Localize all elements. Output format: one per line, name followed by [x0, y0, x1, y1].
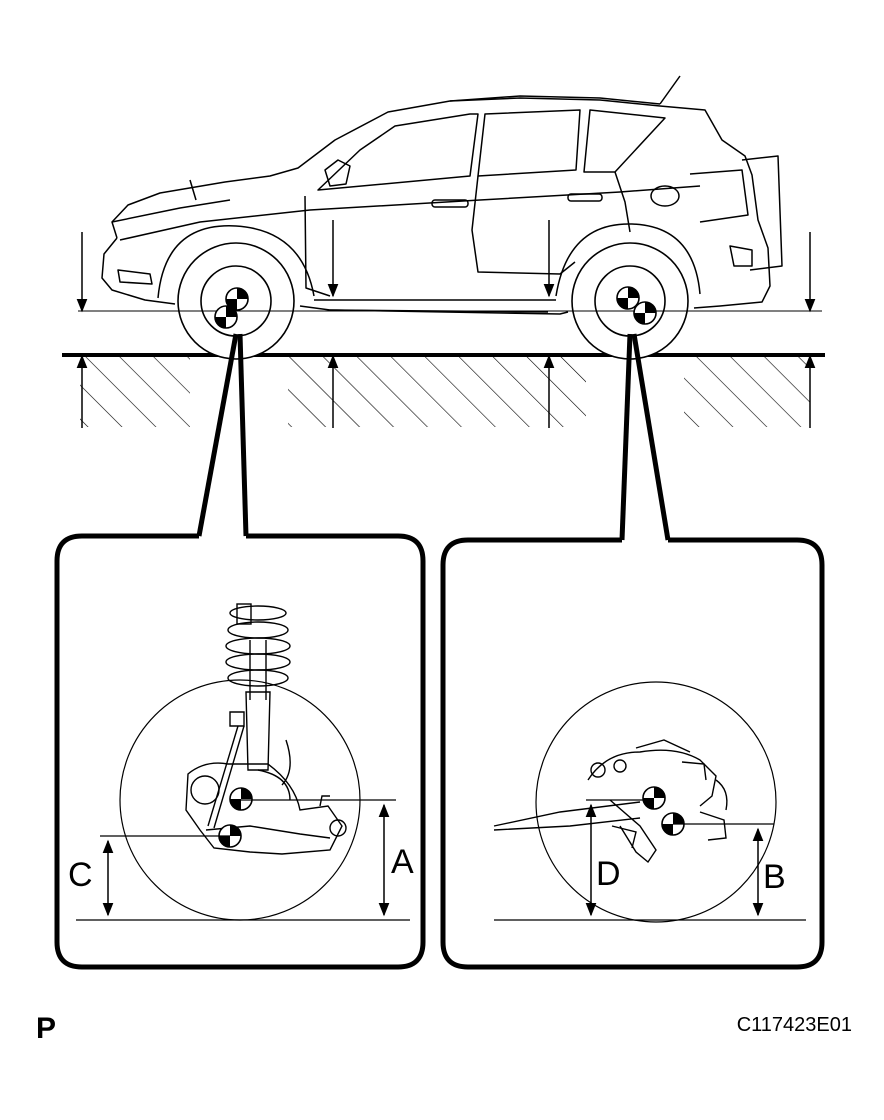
callout-leaders — [196, 333, 671, 541]
measurement-center-mark-icon — [642, 786, 666, 810]
figure-code: C117423E01 — [736, 1014, 852, 1036]
dimension-label-d: D — [596, 855, 621, 893]
height-measurement-arrows — [76, 220, 816, 428]
measurement-center-mark-icon — [633, 301, 657, 325]
dimension-label-b: B — [763, 858, 786, 896]
dimension-label-a: A — [391, 843, 414, 881]
ground — [62, 353, 825, 429]
front-suspension-detail: A C — [54, 533, 426, 970]
dimension-label-c: C — [68, 856, 93, 894]
measurement-center-mark-icon — [616, 286, 640, 310]
measurement-center-mark-icon — [229, 787, 253, 811]
vehicle-side-view — [101, 75, 783, 315]
view-label: P — [36, 1012, 57, 1045]
measurement-center-mark-icon — [214, 305, 238, 329]
rear-suspension-detail: D B — [440, 537, 825, 970]
